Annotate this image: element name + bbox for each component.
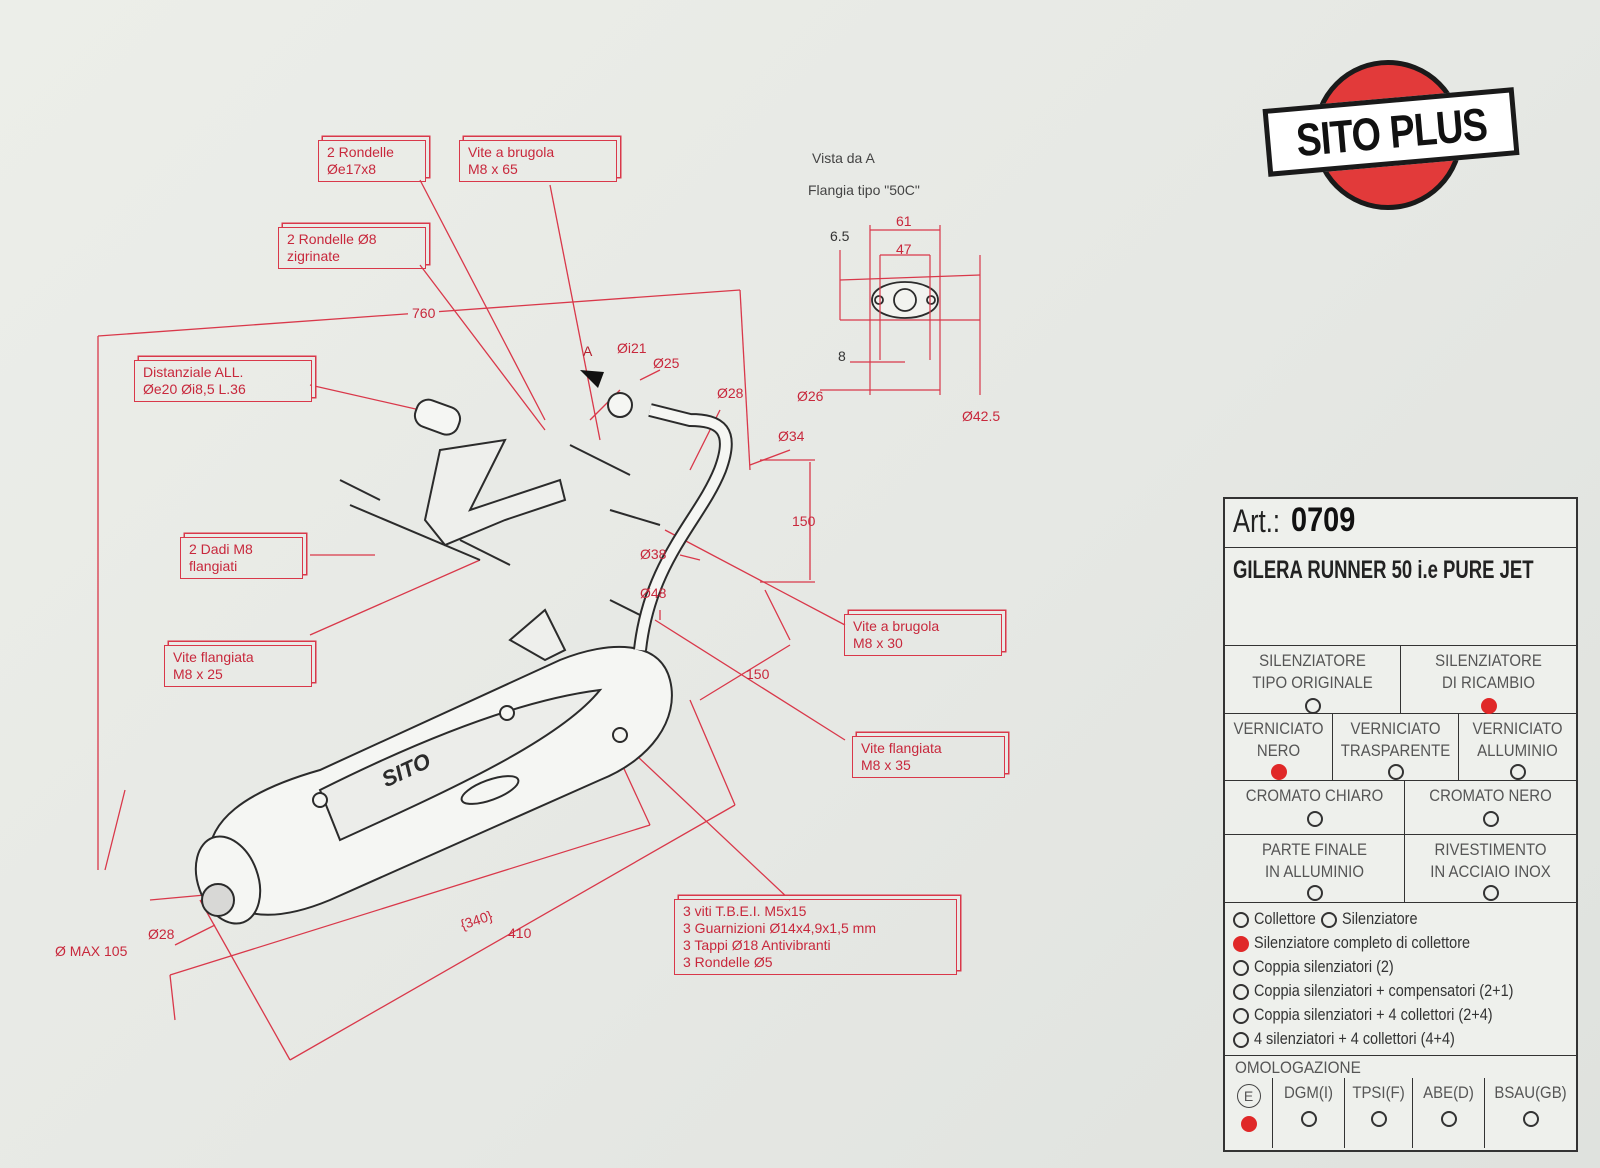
radio-tipo-originale[interactable] (1304, 697, 1321, 714)
sito-plus-logo: SITO PLUS (1262, 60, 1520, 210)
product-info-panel: Art.: 0709 GILERA RUNNER 50 i.e PURE JET… (1223, 497, 1578, 1152)
radio-cromato-chiaro[interactable] (1306, 810, 1323, 827)
view-a-title: Vista da A (812, 150, 875, 166)
config-row-5[interactable]: Coppia silenziatori + 4 collettori (2+4) (1233, 1003, 1576, 1027)
model-name: GILERA RUNNER 50 i.e PURE JET (1233, 556, 1534, 584)
logo-text: SITO PLUS (1293, 97, 1489, 167)
radio-homologation-bsau[interactable] (1522, 1110, 1539, 1127)
dim-410: 410 (508, 925, 532, 941)
config-collettore: Collettore (1253, 909, 1316, 928)
art-row: Art.: 0709 (1225, 499, 1576, 548)
callout-rondelle-8: 2 Rondelle Ø8 zigrinate (278, 227, 426, 269)
option-tipo-originale[interactable]: SILENZIATORE TIPO ORIGINALE (1225, 646, 1401, 714)
option-di-ricambio[interactable]: SILENZIATORE DI RICAMBIO (1401, 646, 1576, 714)
dim-760: 760 (408, 305, 440, 321)
flange-dim-42-5: Ø42.5 (962, 408, 1001, 424)
option-rivestimento-inox[interactable]: RIVESTIMENTO IN ACCIAIO INOX (1405, 835, 1576, 902)
homologation-bsau[interactable]: BSAU(GB) (1485, 1078, 1576, 1148)
callout-vite-m8x25: Vite flangiata M8 x 25 (164, 645, 312, 687)
homologation-e-mark: E (1236, 1084, 1261, 1108)
callout-vite-m8x65: Vite a brugola M8 x 65 (459, 140, 617, 182)
option-parte-finale[interactable]: PARTE FINALE IN ALLUMINIO (1225, 835, 1405, 902)
dim-38: Ø38 (640, 546, 667, 562)
config-row-3[interactable]: Coppia silenziatori (2) (1233, 955, 1576, 979)
radio-4-4[interactable] (1233, 1031, 1249, 1048)
homologation-section: OMOLOGAZIONE E DGM(I) TPSI(F) ABE(D) BSA… (1225, 1056, 1576, 1150)
dim-150-vertical: 150 (792, 513, 816, 529)
dim-28-tail: Ø28 (148, 926, 175, 942)
callout-dadi-m8: 2 Dadi M8 flangiati (180, 537, 303, 579)
art-label: Art.: (1233, 503, 1280, 539)
dim-25: Ø25 (653, 355, 680, 371)
radio-homologation-e[interactable] (1240, 1116, 1257, 1132)
view-a-subtitle: Flangia tipo "50C" (808, 182, 920, 198)
homologation-e[interactable]: E (1225, 1078, 1273, 1148)
option-cromato-nero[interactable]: CROMATO NERO (1405, 781, 1576, 834)
paint-row: VERNICIATO NERO VERNICIATO TRASPARENTE V… (1225, 714, 1576, 781)
option-verniciato-alluminio[interactable]: VERNICIATO ALLUMINIO (1459, 714, 1576, 780)
option-verniciato-nero[interactable]: VERNICIATO NERO (1225, 714, 1333, 780)
model-row: GILERA RUNNER 50 i.e PURE JET (1225, 548, 1576, 646)
flange-dim-8: 8 (838, 348, 846, 364)
flange-dim-6-5: 6.5 (830, 228, 850, 244)
radio-silenziatore[interactable] (1321, 911, 1338, 928)
homologation-title: OMOLOGAZIONE (1235, 1058, 1361, 1077)
homologation-abe[interactable]: ABE(D) (1413, 1078, 1485, 1148)
silencer-type-row: SILENZIATORE TIPO ORIGINALE SILENZIATORE… (1225, 646, 1576, 714)
callout-rondelle-17: 2 Rondelle Øe17x8 (318, 140, 426, 182)
configuration-list: Collettore Silenziatore Silenziatore com… (1225, 903, 1576, 1056)
radio-coppia-2-4[interactable] (1233, 1007, 1249, 1024)
config-row-2[interactable]: Silenziatore completo di collettore (1233, 931, 1576, 955)
radio-homologation-dgm[interactable] (1300, 1110, 1317, 1127)
config-row-6[interactable]: 4 silenziatori + 4 collettori (4+4) (1233, 1027, 1576, 1051)
callout-vite-m8x35: Vite flangiata M8 x 35 (852, 736, 1005, 778)
radio-coppia-2-1[interactable] (1233, 983, 1249, 1000)
chrome-row: CROMATO CHIARO CROMATO NERO (1225, 781, 1576, 835)
callout-kit-viti: 3 viti T.B.E.I. M5x15 3 Guarnizioni Ø14x… (674, 899, 957, 975)
logo-banner: SITO PLUS (1262, 87, 1520, 177)
radio-verniciato-trasparente[interactable] (1387, 763, 1404, 780)
option-cromato-chiaro[interactable]: CROMATO CHIARO (1225, 781, 1405, 834)
radio-rivestimento-inox[interactable] (1482, 884, 1499, 901)
radio-silenziatore-completo[interactable] (1233, 935, 1249, 952)
homologation-dgm[interactable]: DGM(I) (1273, 1078, 1345, 1148)
option-verniciato-trasparente[interactable]: VERNICIATO TRASPARENTE (1333, 714, 1459, 780)
dim-view-a: A (583, 343, 593, 359)
config-silenziatore: Silenziatore (1341, 909, 1418, 928)
flange-dim-61: 61 (896, 213, 912, 229)
radio-homologation-tpsi[interactable] (1370, 1110, 1387, 1127)
radio-di-ricambio[interactable] (1480, 697, 1497, 714)
callout-vite-m8x30: Vite a brugola M8 x 30 (844, 614, 1002, 656)
dim-inner-21: Øi21 (617, 340, 647, 356)
radio-cromato-nero[interactable] (1482, 810, 1499, 827)
radio-parte-finale[interactable] (1306, 884, 1323, 901)
view-arrow-icon (580, 370, 604, 388)
dim-150-horizontal: 150 (746, 666, 770, 682)
art-number: 0709 (1291, 501, 1356, 539)
radio-verniciato-alluminio[interactable] (1509, 763, 1526, 780)
dim-34: Ø34 (778, 428, 805, 444)
dim-max-105: Ø MAX 105 (55, 943, 128, 959)
finish-row: PARTE FINALE IN ALLUMINIO RIVESTIMENTO I… (1225, 835, 1576, 903)
radio-collettore[interactable] (1233, 911, 1249, 928)
flange-dim-26: Ø26 (797, 388, 824, 404)
homologation-tpsi[interactable]: TPSI(F) (1345, 1078, 1413, 1148)
radio-coppia-2[interactable] (1233, 959, 1249, 976)
radio-homologation-abe[interactable] (1440, 1110, 1457, 1127)
config-row-1: Collettore Silenziatore (1233, 907, 1576, 931)
flange-dim-47: 47 (896, 241, 912, 257)
radio-verniciato-nero[interactable] (1270, 763, 1287, 780)
callout-distanziale: Distanziale ALL. Øe20 Øi8,5 L.36 (134, 360, 312, 402)
config-row-4[interactable]: Coppia silenziatori + compensatori (2+1) (1233, 979, 1576, 1003)
dim-48: Ø48 (640, 585, 667, 601)
dim-28-pipe: Ø28 (717, 385, 744, 401)
